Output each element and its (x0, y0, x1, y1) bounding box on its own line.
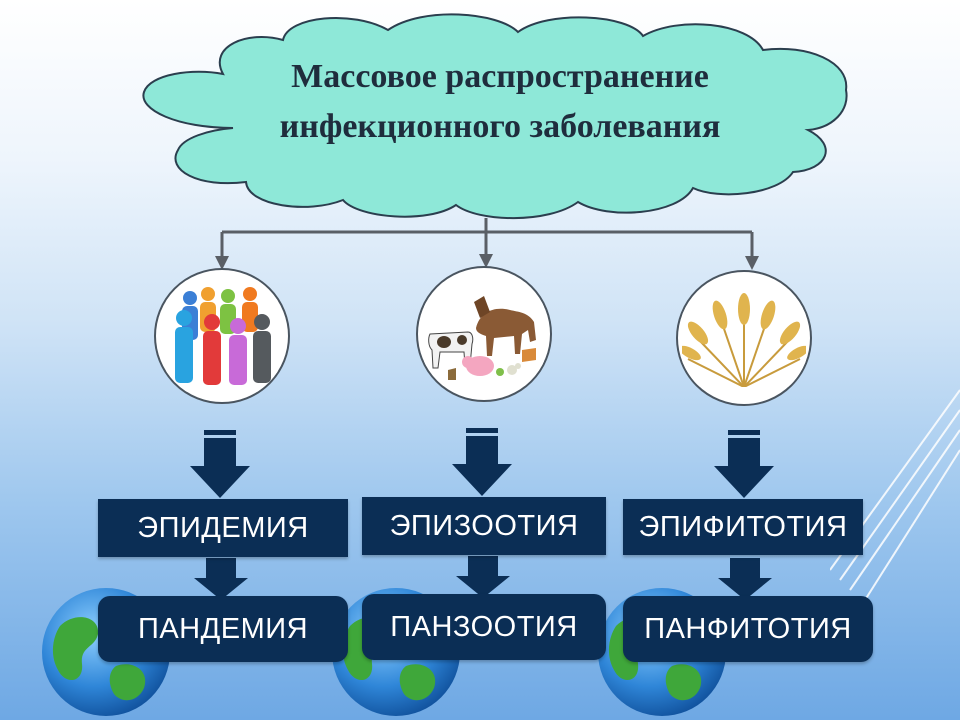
people-group-icon (166, 280, 278, 392)
diagram-title: Массовое распространение инфекционного з… (150, 52, 850, 152)
wheat-sheaf-icon (682, 289, 806, 387)
title-line-1: Массовое распространение (291, 58, 709, 95)
epidemic-label: ЭПИДЕМИЯ (98, 499, 348, 557)
epizootic-label: ЭПИЗООТИЯ (362, 497, 606, 555)
panzootic-label: ПАНЗООТИЯ (362, 594, 606, 660)
people-circle (154, 268, 290, 404)
animals-circle (416, 266, 552, 402)
wheat-circle (676, 270, 812, 406)
title-line-2: инфекционного заболевания (279, 108, 721, 145)
epiphytotic-label: ЭПИФИТОТИЯ (623, 499, 863, 555)
panphytotic-label: ПАНФИТОТИЯ (623, 596, 873, 662)
farm-animals-icon (424, 282, 544, 386)
pandemic-label: ПАНДЕМИЯ (98, 596, 348, 662)
title-cloud (142, 13, 848, 220)
